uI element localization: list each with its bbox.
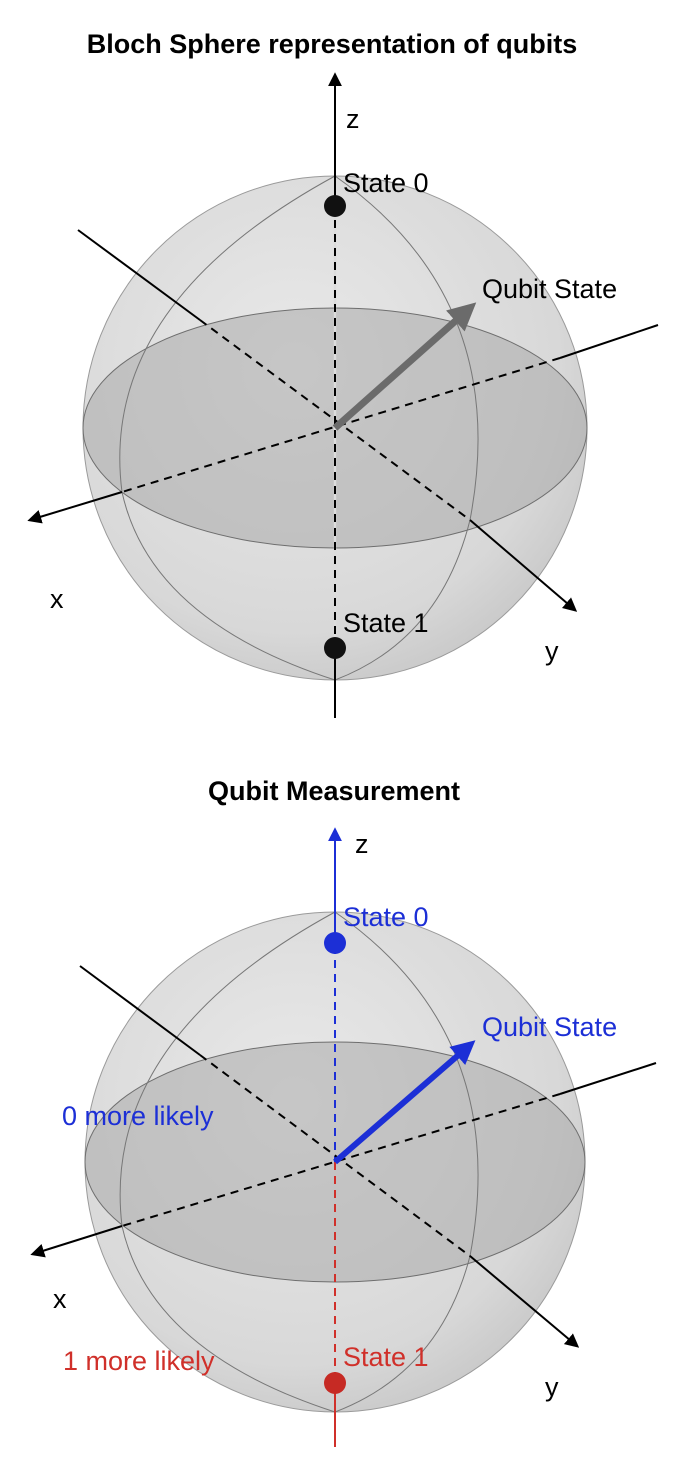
one-more-likely-note: 1 more likely	[63, 1346, 215, 1376]
y-axis-back	[559, 1062, 657, 1095]
x-axis-front	[30, 1225, 123, 1258]
y-axis-label: y	[545, 636, 559, 666]
meridian-line	[119, 175, 336, 681]
panel-2: Qubit Measurement z x y State 0 State 1 …	[30, 776, 657, 1447]
x-axis-label: x	[50, 584, 64, 614]
zero-more-likely-note: 0 more likely	[62, 1101, 214, 1131]
meridian-line	[119, 911, 336, 1413]
qubit-state-label: Qubit State	[482, 1012, 617, 1042]
state-0-point	[324, 932, 346, 954]
y-axis-front	[469, 1255, 580, 1348]
state-1-point	[324, 1372, 346, 1394]
y-axis-back	[559, 324, 659, 359]
panel-1-title: Bloch Sphere representation of qubits	[87, 29, 578, 59]
state-0-point	[324, 195, 346, 217]
state-0-label: State 0	[343, 168, 429, 198]
x-axis-inner	[199, 1054, 471, 1257]
state-1-label: State 1	[343, 608, 429, 638]
qubit-state-label: Qubit State	[482, 274, 617, 304]
x-axis-front	[27, 491, 123, 524]
y-axis-label: y	[545, 1372, 559, 1402]
meridian-line	[334, 175, 479, 681]
x-axis-inner	[199, 319, 471, 521]
panel-1: Bloch Sphere representation of qubits z …	[27, 29, 659, 718]
x-axis-back	[79, 965, 201, 1056]
x-axis-label: x	[53, 1284, 67, 1314]
qubit-state-vector	[332, 302, 477, 431]
meridian-line	[334, 911, 479, 1413]
state-1-point	[324, 637, 346, 659]
panel-2-title: Qubit Measurement	[208, 776, 460, 806]
z-axis-label: z	[346, 104, 360, 134]
state-1-label: State 1	[343, 1342, 429, 1372]
z-axis-label: z	[355, 829, 369, 859]
x-axis-back	[77, 229, 201, 321]
qubit-state-vector	[333, 1040, 476, 1165]
state-0-label: State 0	[343, 902, 429, 932]
y-axis-front	[469, 519, 578, 612]
